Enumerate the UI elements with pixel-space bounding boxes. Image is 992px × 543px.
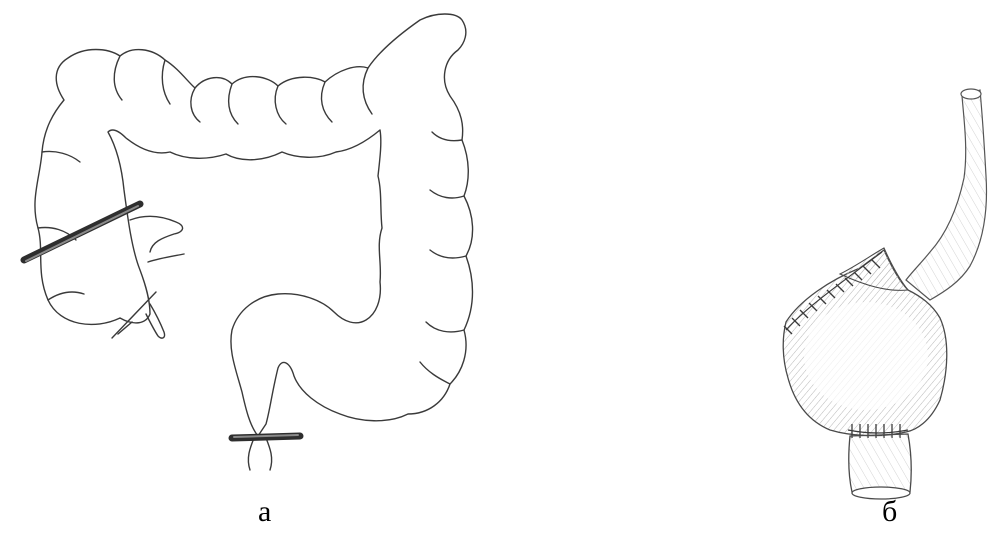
haustra-line bbox=[229, 84, 238, 124]
ileum-stump bbox=[130, 216, 184, 262]
haustra-line bbox=[191, 88, 200, 122]
outlet-opening bbox=[852, 487, 910, 499]
haustra-line bbox=[321, 82, 332, 122]
clamp-icon bbox=[232, 435, 300, 438]
rectal-strand bbox=[248, 438, 254, 470]
clamp-icon bbox=[24, 204, 140, 261]
haustra-line bbox=[275, 86, 286, 124]
haustra-line bbox=[430, 190, 464, 198]
haustra-line bbox=[363, 68, 372, 114]
pouch-highlight bbox=[804, 302, 928, 410]
haustra-line bbox=[430, 250, 466, 258]
esophagus bbox=[906, 90, 986, 300]
colon-diagram-icon bbox=[35, 14, 473, 470]
haustra-line bbox=[426, 322, 464, 332]
esophagus-opening bbox=[961, 89, 981, 99]
rectal-strand bbox=[266, 438, 272, 470]
haustra-line bbox=[48, 292, 84, 300]
haustra-line bbox=[162, 60, 170, 104]
stomach-diagram-icon bbox=[783, 89, 986, 499]
haustra-line bbox=[42, 151, 80, 162]
haustra-line bbox=[114, 56, 122, 100]
haustra-line bbox=[432, 132, 462, 141]
caption-b: б bbox=[882, 497, 897, 527]
haustra-line bbox=[420, 362, 450, 384]
appendix bbox=[146, 304, 165, 338]
caption-a: а bbox=[258, 497, 271, 527]
